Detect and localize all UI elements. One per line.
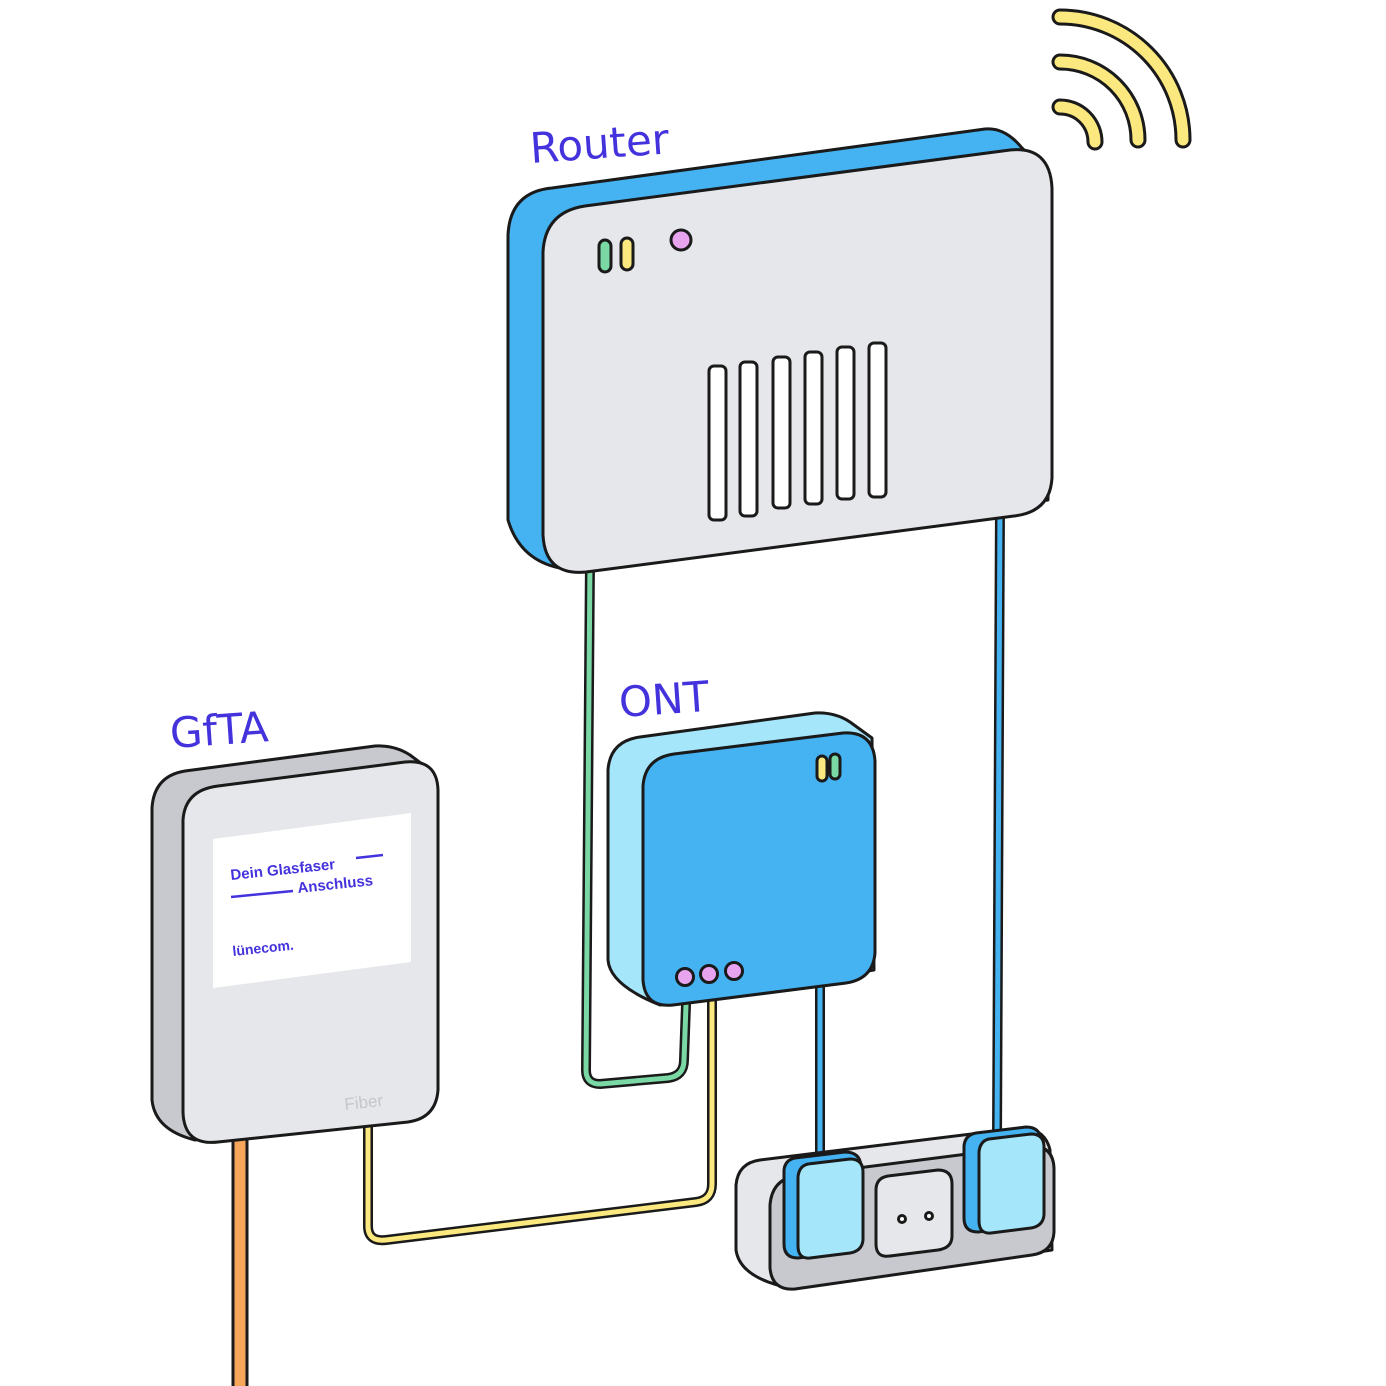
power-socket-empty	[874, 1168, 954, 1258]
cables	[231, 500, 1005, 1386]
power-plug-router	[977, 1132, 1046, 1235]
ont-device-icon	[606, 711, 877, 1007]
power-strip-icon	[734, 1125, 1056, 1291]
router-label: Router	[528, 114, 671, 173]
ont-port-1	[675, 967, 695, 987]
router-vents	[707, 341, 888, 522]
gfta-card-rule-bottom	[230, 889, 294, 899]
ont-port-2	[699, 964, 719, 984]
gfta-box-icon	[150, 744, 440, 1144]
ont-port-3	[724, 961, 744, 981]
router-device-icon	[506, 127, 1054, 574]
cable-green-router-ont	[581, 555, 691, 1089]
gfta-label: GfTA	[168, 702, 270, 758]
device-labels: Router ONT GfTA	[168, 114, 711, 758]
wifi-signal-icon	[1051, 8, 1192, 151]
gfta-card-rule-top	[355, 853, 384, 860]
gfta-fiber-label: Fiber	[343, 1091, 384, 1114]
router-led-pink	[669, 228, 693, 252]
router-front	[541, 148, 1054, 574]
cable-yellow-gfta-ont	[363, 995, 717, 1246]
power-socket-hole-right	[924, 1211, 934, 1221]
ont-label: ONT	[617, 672, 711, 727]
gfta-card	[213, 813, 411, 988]
gfta-card-brand: lünecom.	[232, 937, 295, 959]
ont-led-yellow	[815, 754, 829, 783]
router-led-green	[597, 238, 613, 274]
ont-front	[641, 731, 877, 1007]
power-socket-hole-left	[897, 1214, 907, 1224]
router-led-yellow	[619, 236, 635, 272]
power-plug-ont	[796, 1157, 865, 1260]
ont-led-green	[828, 752, 842, 781]
cable-blue-router-power	[992, 500, 1005, 1145]
